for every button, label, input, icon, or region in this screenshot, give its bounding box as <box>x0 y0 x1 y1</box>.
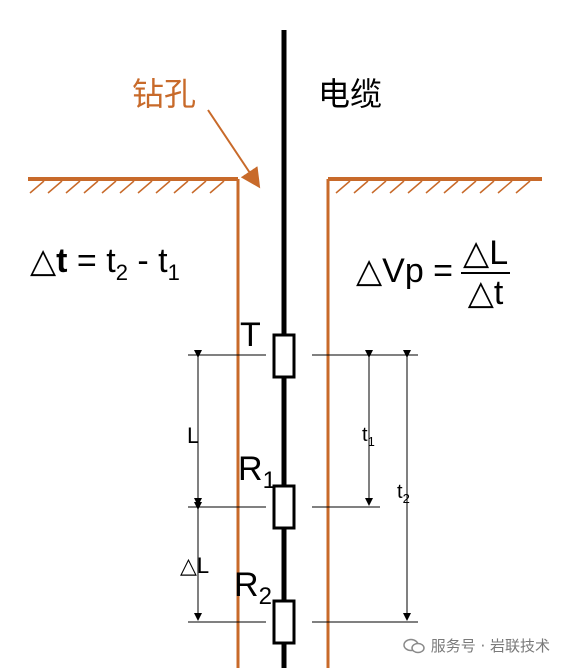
watermark: 服务号 · 岩联技术 <box>402 636 550 655</box>
receiver1-probe <box>272 484 296 530</box>
formula-left-sub1: 1 <box>167 259 180 285</box>
time-t2-sub: 2 <box>402 491 410 506</box>
ground-surface-left <box>28 177 238 194</box>
formula-numerator: △L <box>461 234 511 274</box>
wechat-icon <box>402 638 425 654</box>
formula-left-delta: △ <box>30 242 57 280</box>
receiver1-label-main: R <box>238 450 263 488</box>
formula-left-minus: - t <box>127 242 168 280</box>
formula-left-var: t <box>56 242 68 280</box>
borehole-pointer-arrow <box>207 109 261 189</box>
watermark-text: 服务号 · 岩联技术 <box>430 636 550 655</box>
formula-right-lhs: △Vp = <box>356 251 454 290</box>
time-t2-main: t <box>397 481 403 503</box>
receiver2-label: R2 <box>234 568 272 609</box>
formula-fraction: △L△t <box>461 234 511 312</box>
spacing-L-label: L <box>187 423 200 448</box>
time-t1-sub: 1 <box>367 434 375 449</box>
formula-denominator: △t <box>467 274 504 312</box>
transmitter-label: T <box>240 316 261 354</box>
formula-velocity: △Vp =△L△t <box>356 234 511 312</box>
receiver1-label-sub: 1 <box>262 466 276 494</box>
receiver2-probe <box>272 599 296 645</box>
time-t1-main: t <box>362 424 368 446</box>
formula-delta-t: △t = t2 - t1 <box>30 244 180 284</box>
transmitter-probe <box>272 333 296 379</box>
receiver2-label-main: R <box>234 566 259 604</box>
borehole-label: 钻孔 <box>132 75 197 113</box>
receiver2-label-sub: 2 <box>258 582 272 610</box>
time-t2-label: t2 <box>397 482 410 505</box>
formula-left-eq: = t <box>67 242 116 280</box>
ground-surface-right <box>328 177 542 194</box>
time-t1-label: t1 <box>362 425 375 448</box>
formula-left-sub2: 2 <box>115 259 128 285</box>
cable-label: 电缆 <box>318 75 383 113</box>
receiver1-label: R1 <box>238 452 276 493</box>
spacing-dL-label: △L <box>180 553 210 578</box>
